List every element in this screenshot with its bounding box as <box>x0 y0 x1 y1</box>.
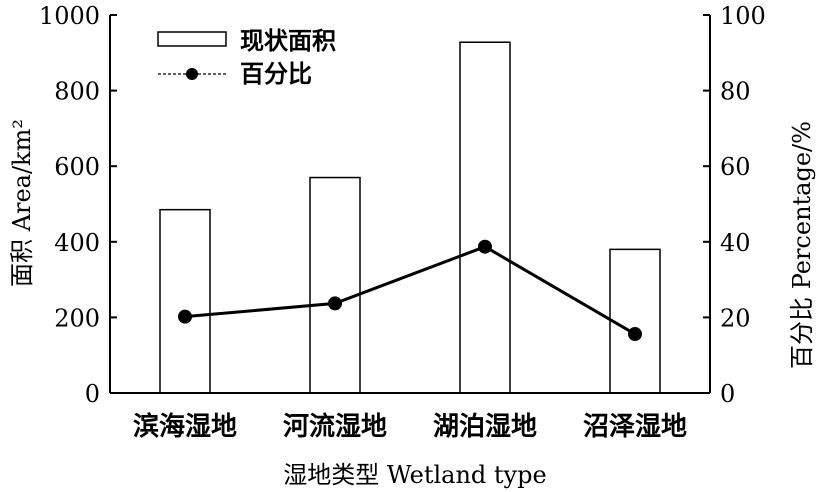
legend-marker-swatch <box>186 68 198 80</box>
percent-point-3 <box>478 239 492 254</box>
bar-2 <box>309 176 361 394</box>
x-tick-label-2: 河流湿地 <box>283 412 387 442</box>
legend-bar-swatch <box>157 31 227 47</box>
y2-tick-label-0: 0 <box>720 380 735 408</box>
legend-label-percent: 百分比 <box>240 59 312 88</box>
percent-point-4 <box>628 327 642 342</box>
line-series <box>178 239 642 342</box>
bar-3 <box>459 41 511 394</box>
y2-tick-label-60: 60 <box>720 153 751 181</box>
bar-4 <box>609 248 661 394</box>
y-tick-label-200: 200 <box>54 304 100 332</box>
y2-tick-label-40: 40 <box>720 229 751 257</box>
x-tick-label-1: 滨海湿地 <box>133 411 237 442</box>
x-tick-label-4: 沼泽湿地 <box>583 412 687 442</box>
y-axis-title: 面积 Area/km² <box>8 119 36 287</box>
percent-line <box>184 245 636 336</box>
x-tick-label-3: 湖泊湿地 <box>433 412 537 442</box>
y-tick-label-0: 0 <box>85 380 100 408</box>
y-tick-label-600: 600 <box>54 153 100 181</box>
bar-1 <box>159 208 211 394</box>
y2-axis-title: 百分比 Percentage/% <box>788 121 816 369</box>
y2-tick-label-100: 100 <box>720 2 766 30</box>
bar-series <box>159 41 661 394</box>
y-tick-label-800: 800 <box>54 78 100 106</box>
axes: 0 200 400 600 800 1000 0 20 40 60 80 100 滨海湿地 河流湿地 湖泊湿… <box>39 2 766 442</box>
percent-point-2 <box>328 296 342 311</box>
legend-label-area: 现状面积 <box>240 26 336 55</box>
y2-tick-label-20: 20 <box>720 304 751 332</box>
legend: 现状面积 百分比 <box>157 26 336 88</box>
y-tick-label-1000: 1000 <box>39 2 100 30</box>
y-tick-label-400: 400 <box>54 229 100 257</box>
y2-tick-label-80: 80 <box>720 78 751 106</box>
percent-point-1 <box>178 309 192 324</box>
x-axis-title: 湿地类型 Wetland type <box>283 461 546 489</box>
